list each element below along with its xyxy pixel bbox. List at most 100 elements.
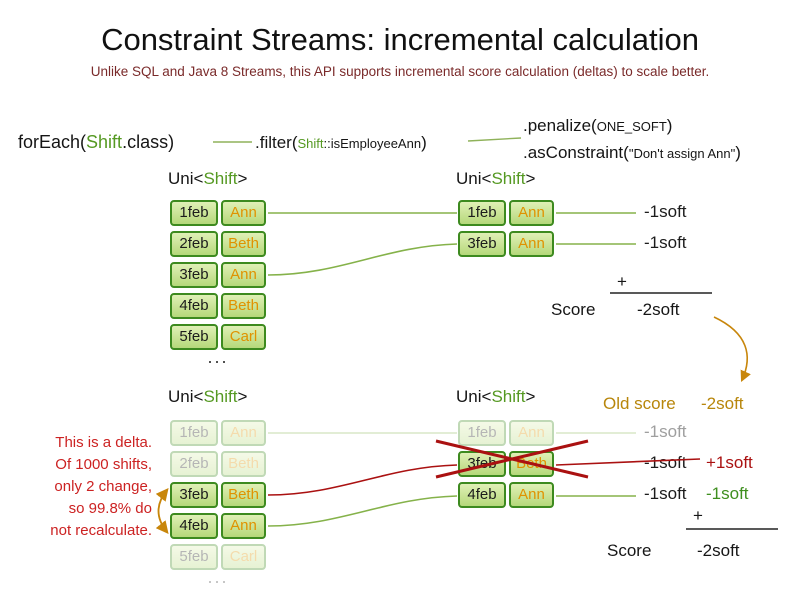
shift-date-cell: 3feb bbox=[458, 451, 506, 477]
penalty-label: -1soft bbox=[644, 202, 687, 221]
score-label: Score bbox=[607, 541, 652, 560]
code-penalize-pre: .penalize( bbox=[523, 116, 597, 135]
code-asconstraint-arg: "Don't assign Ann" bbox=[628, 146, 736, 161]
shift-date-cell: 5feb bbox=[170, 324, 218, 350]
shift-name-cell: Beth bbox=[221, 482, 266, 508]
code-foreach-post: .class) bbox=[122, 132, 175, 152]
score-label: Score bbox=[551, 300, 596, 319]
shift-date-cell: 1feb bbox=[458, 420, 506, 446]
delta-note-line: so 99.8% do bbox=[68, 500, 152, 517]
delta-note-line: This is a delta. bbox=[55, 434, 152, 451]
uni-pre: Uni< bbox=[456, 169, 492, 188]
penalty-label-inserted: -1soft bbox=[644, 484, 687, 503]
old-score-value: -2soft bbox=[701, 394, 744, 413]
shift-date-cell: 3feb bbox=[170, 262, 218, 288]
shift-date-cell: 3feb bbox=[458, 231, 506, 257]
penalty-delta-negative: -1soft bbox=[706, 484, 749, 503]
uni-post: > bbox=[237, 169, 248, 188]
penalty-label-retracted: -1soft bbox=[644, 453, 687, 472]
shift-name-cell: Beth bbox=[509, 451, 554, 477]
delta-swap-arrow bbox=[155, 488, 169, 534]
delta-note-line: not recalculate. bbox=[50, 522, 152, 539]
insert-line-4feb bbox=[267, 495, 458, 527]
page-title: Constraint Streams: incremental calculat… bbox=[101, 22, 699, 57]
shift-name-cell: Ann bbox=[221, 420, 266, 446]
code-foreach: forEach(Shift.class) bbox=[18, 132, 174, 153]
uni-shift: Shift bbox=[203, 169, 238, 188]
code-filter-pre: .filter( bbox=[255, 133, 298, 152]
retract-line-3feb bbox=[267, 464, 458, 496]
uni-pre: Uni< bbox=[456, 387, 492, 406]
sum-plus-sign: + bbox=[617, 272, 627, 291]
code-asconstraint-post: ) bbox=[735, 143, 741, 162]
penalty-label: -1soft bbox=[644, 233, 687, 252]
shift-name-cell: Ann bbox=[509, 200, 554, 226]
uni-post: > bbox=[237, 387, 248, 406]
shift-name-cell: Ann bbox=[221, 200, 266, 226]
shift-name-cell: Beth bbox=[221, 231, 266, 257]
stream-line-top-3feb bbox=[267, 243, 458, 276]
code-foreach-shift: Shift bbox=[86, 132, 123, 152]
uni-label-bottom-right: Uni<Shift> bbox=[456, 387, 535, 407]
delta-note-line: only 2 change, bbox=[54, 478, 152, 495]
code-penalize: .penalize(ONE_SOFT) bbox=[523, 116, 672, 136]
old-score-label: Old score bbox=[603, 394, 676, 413]
shift-name-cell: Ann bbox=[509, 482, 554, 508]
uni-shift: Shift bbox=[203, 387, 238, 406]
shift-name-cell: Ann bbox=[509, 420, 554, 446]
delta-note: This is a delta. Of 1000 shifts, only 2 … bbox=[4, 432, 152, 542]
shift-date-cell: 3feb bbox=[170, 482, 218, 508]
code-filter-mid: ::isEmployeeAnn bbox=[323, 136, 422, 151]
uni-label-top-left: Uni<Shift> bbox=[168, 169, 247, 189]
code-filter: .filter(Shift::isEmployeeAnn) bbox=[255, 133, 427, 153]
shift-name-cell: Ann bbox=[509, 231, 554, 257]
shift-name-cell: Ann bbox=[221, 262, 266, 288]
shift-date-cell: 1feb bbox=[458, 200, 506, 226]
code-penalize-post: ) bbox=[666, 116, 673, 135]
score-value: -2soft bbox=[637, 300, 680, 319]
shift-date-cell: 2feb bbox=[170, 231, 218, 257]
code-foreach-pre: forEach( bbox=[18, 132, 87, 152]
code-filter-shift: Shift bbox=[297, 136, 324, 151]
shift-date-cell: 1feb bbox=[170, 200, 218, 226]
uni-label-bottom-left: Uni<Shift> bbox=[168, 387, 247, 407]
uni-post: > bbox=[525, 169, 536, 188]
ellipsis-bottom-left: ... bbox=[207, 567, 229, 587]
page-subtitle: Unlike SQL and Java 8 Streams, this API … bbox=[90, 64, 710, 79]
shift-name-cell: Carl bbox=[221, 544, 266, 570]
shift-date-cell: 5feb bbox=[170, 544, 218, 570]
code-connector-line bbox=[467, 137, 522, 142]
score-value: -2soft bbox=[697, 541, 740, 560]
uni-label-top-right: Uni<Shift> bbox=[456, 169, 535, 189]
shift-name-cell: Beth bbox=[221, 451, 266, 477]
delta-note-line: Of 1000 shifts, bbox=[55, 456, 152, 473]
shift-name-cell: Ann bbox=[221, 513, 266, 539]
code-penalize-arg: ONE_SOFT bbox=[596, 119, 667, 134]
sum-plus-sign: + bbox=[693, 506, 703, 525]
uni-pre: Uni< bbox=[168, 387, 204, 406]
uni-post: > bbox=[525, 387, 536, 406]
shift-date-cell: 4feb bbox=[458, 482, 506, 508]
shift-date-cell: 2feb bbox=[170, 451, 218, 477]
code-asconstraint: .asConstraint("Don't assign Ann") bbox=[523, 143, 741, 163]
shift-name-cell: Beth bbox=[221, 293, 266, 319]
shift-date-cell: 4feb bbox=[170, 513, 218, 539]
uni-pre: Uni< bbox=[168, 169, 204, 188]
code-asconstraint-pre: .asConstraint( bbox=[523, 143, 629, 162]
old-score-arrow bbox=[713, 316, 751, 383]
shift-date-cell: 1feb bbox=[170, 420, 218, 446]
